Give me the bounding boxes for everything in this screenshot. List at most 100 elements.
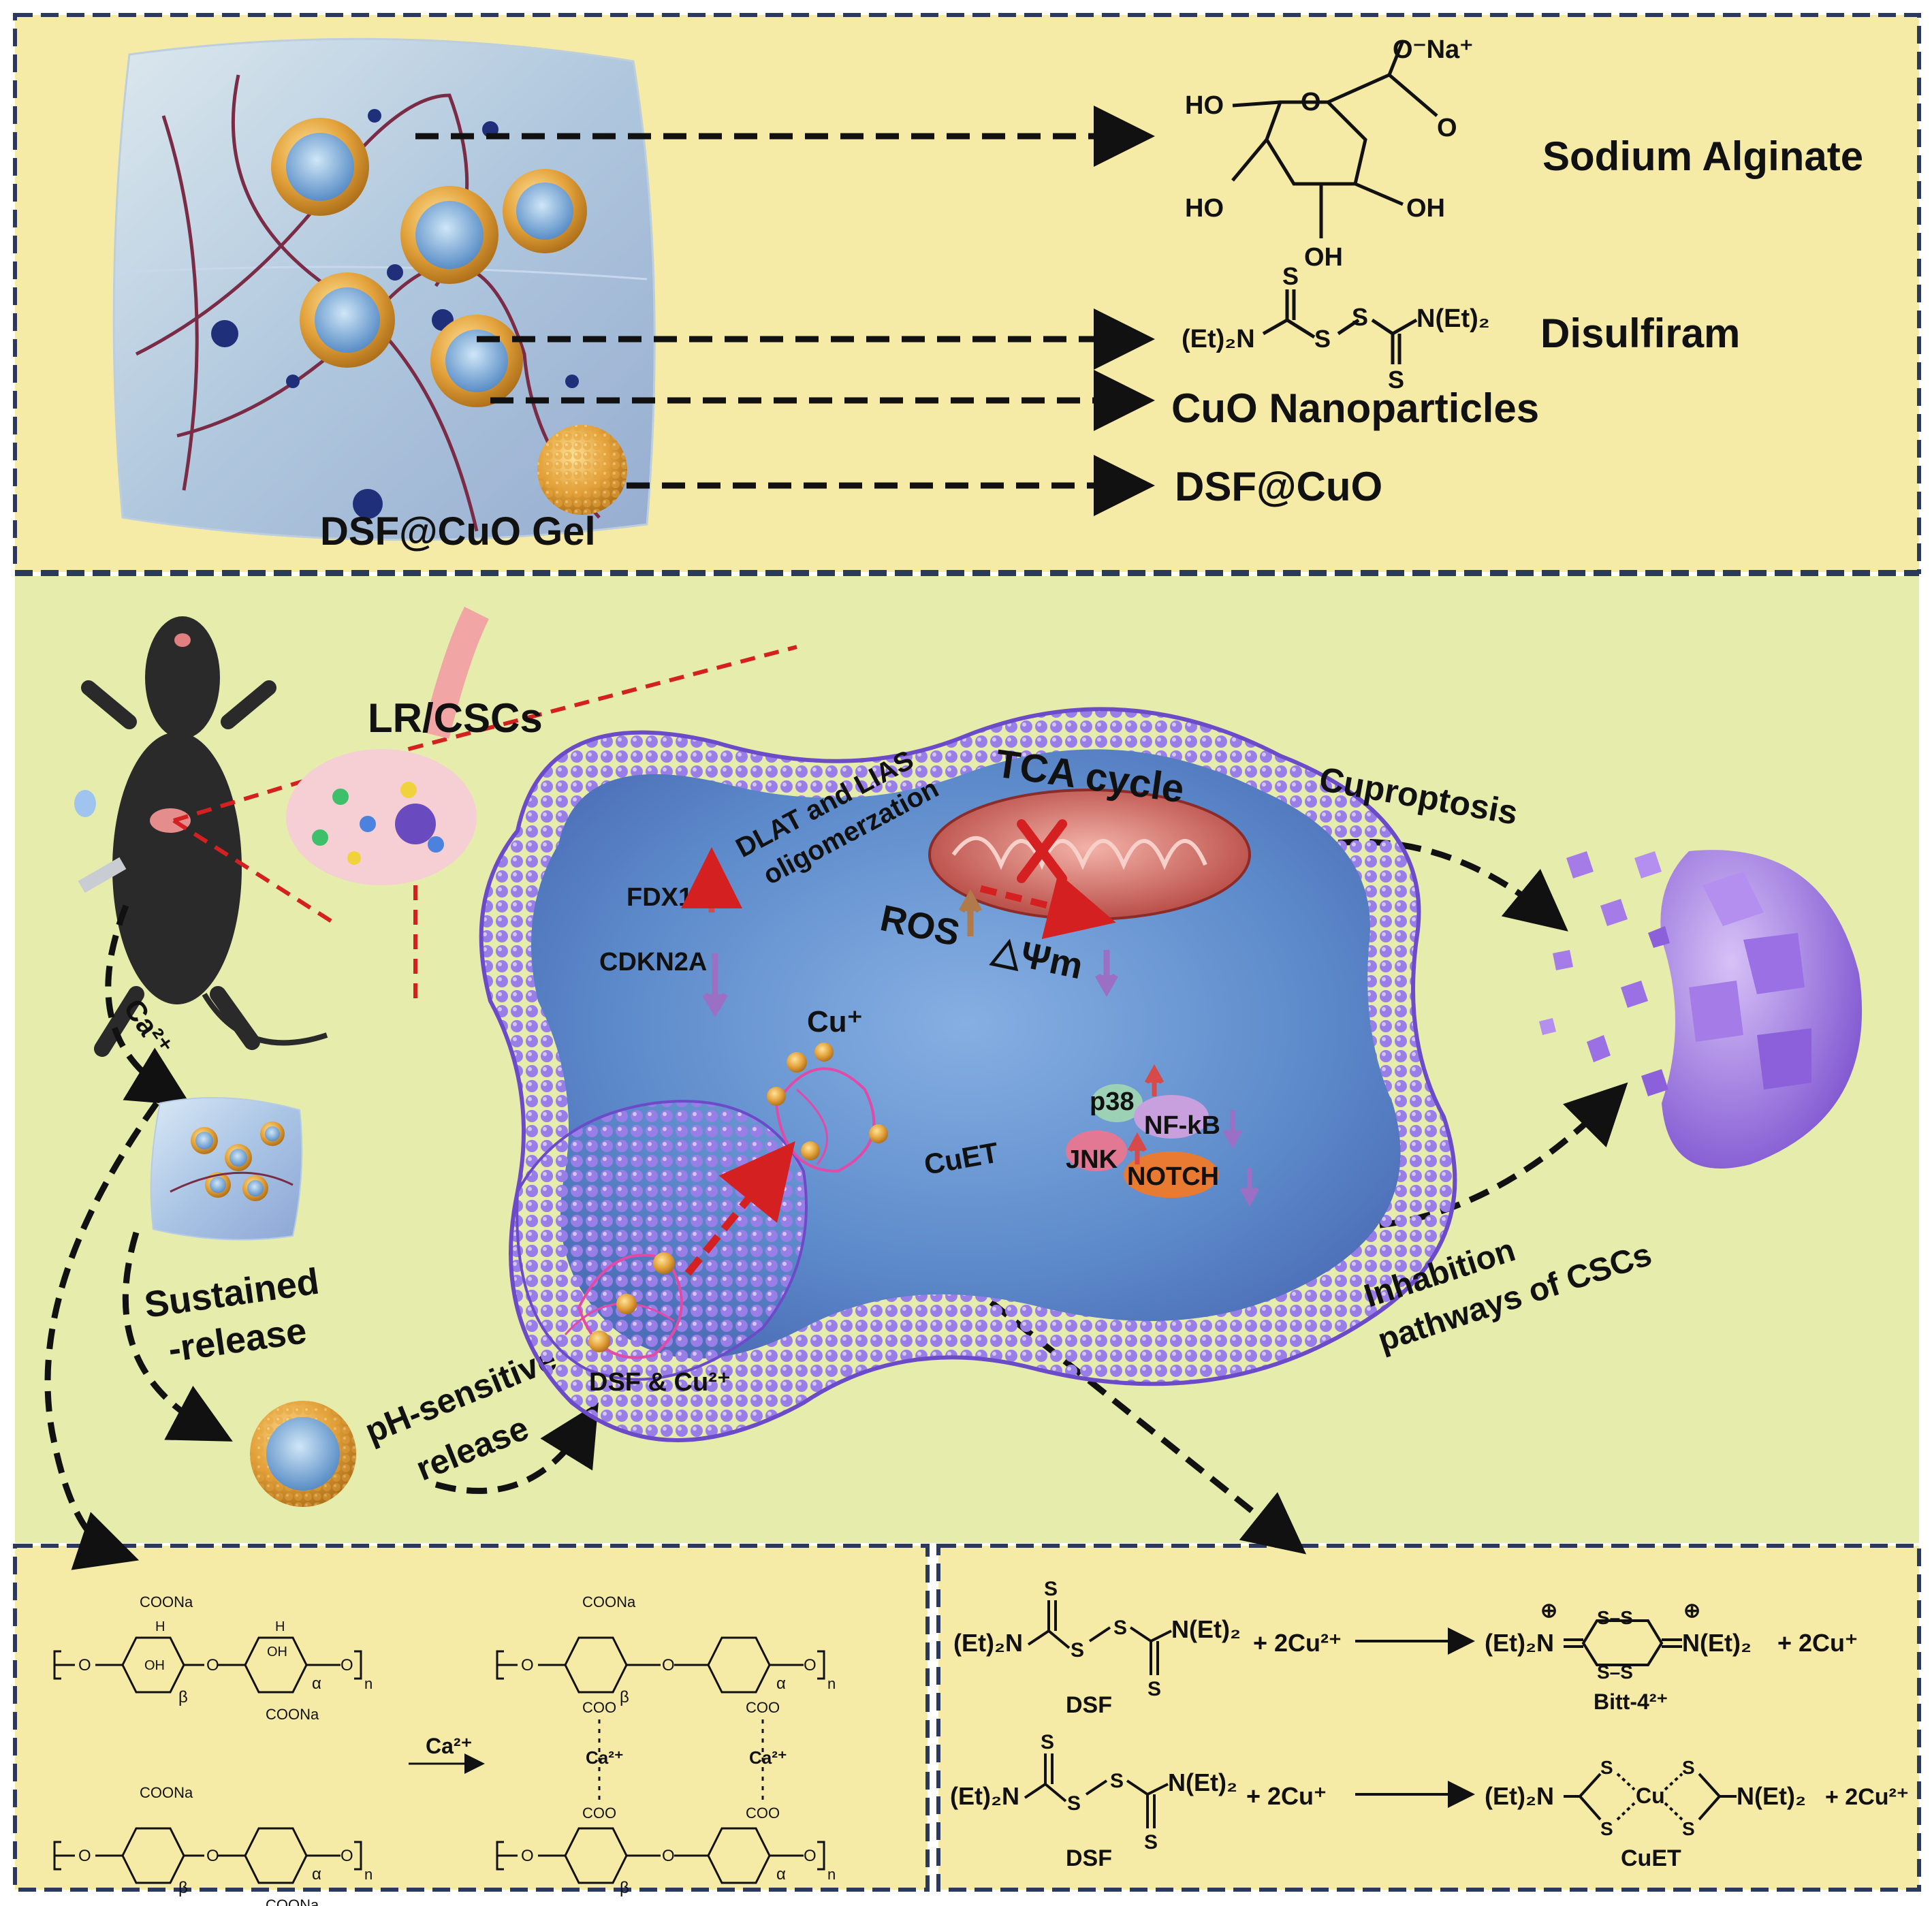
n-2: n [364, 1866, 373, 1883]
r2-s-mid2: S [1110, 1770, 1124, 1792]
liposome-release [250, 1401, 356, 1507]
r2-s-mid1: S [1067, 1792, 1081, 1815]
sodium-alginate-label: Sodium Alginate [1542, 133, 1863, 179]
r1-s-top: S [1044, 1578, 1058, 1600]
cu-plus-label: Cu⁺ [807, 1005, 863, 1038]
coona-4: COONa [266, 1896, 319, 1906]
dsf-left: (Et)₂N [1182, 325, 1255, 353]
alpha-2: α [312, 1865, 321, 1884]
h-2: H [275, 1619, 285, 1634]
cuo-nanoparticle [537, 425, 627, 515]
copper-complex [767, 1043, 888, 1173]
liposome [430, 315, 523, 407]
r2-s-top: S [1041, 1731, 1054, 1753]
cdkn2a-down-arrow [702, 953, 728, 1017]
nfkb-label: NF-kB [1144, 1111, 1220, 1140]
arrow-cuproptosis [1217, 838, 1568, 932]
dsf-entry-red-arrow [684, 1141, 795, 1276]
r2-right: N(Et)₂ [1168, 1768, 1237, 1796]
dsf-cu-label: DSF & Cu²⁺ [589, 1368, 731, 1397]
o-link-11: O [662, 1847, 675, 1865]
coona-2: COONa [266, 1706, 319, 1723]
beta-2: β [178, 1879, 188, 1897]
r1-charge-left: ⊕ [1540, 1600, 1557, 1622]
liposome [400, 186, 498, 284]
r1-product-right: N(Et)₂ [1682, 1629, 1752, 1657]
r2-byproduct: + 2Cu²⁺ [1825, 1784, 1909, 1810]
coo-3: COO [582, 1805, 616, 1822]
r2-product-right: N(Et)₂ [1737, 1782, 1806, 1810]
arrow-mouse-to-gel [105, 904, 191, 1106]
coona-3: COONa [140, 1784, 193, 1801]
o-link-4: O [78, 1847, 91, 1865]
reaction-1: (Et)₂N S S S S N(Et)₂ + 2Cu²⁺ DSF (Et)₂N… [953, 1578, 1858, 1718]
cross-mark-icon [1017, 819, 1067, 883]
o-link-10: O [521, 1847, 534, 1865]
o-link-9: O [804, 1656, 817, 1674]
r1-s-mid2: S [1113, 1617, 1127, 1639]
coo-2: COO [746, 1699, 780, 1716]
r2-s-3: S [1682, 1757, 1695, 1778]
dsf-s-mid2: S [1352, 303, 1368, 331]
alginate-ho1: HO [1185, 91, 1224, 120]
notch-down-arrow [1239, 1168, 1260, 1207]
bottom-right-panel-bg [936, 1544, 1921, 1892]
ca-bridge-1: Ca²⁺ [586, 1747, 624, 1768]
n-4: n [827, 1866, 836, 1883]
alginate-crosslink-diagram [53, 1636, 825, 1884]
beta-4: β [620, 1879, 629, 1897]
r2-reagent: + 2Cu⁺ [1246, 1782, 1327, 1810]
gel-label: DSF@CuO Gel [320, 509, 596, 554]
o-link-7: O [521, 1656, 534, 1674]
mitochondrion [928, 789, 1251, 921]
o-link-12: O [804, 1847, 817, 1865]
r1-charge-right: ⊕ [1683, 1600, 1700, 1622]
alpha-1: α [312, 1674, 321, 1693]
o-link-2: O [206, 1656, 219, 1674]
r1-product-name: Bitt-4²⁺ [1594, 1689, 1668, 1714]
liposome [271, 118, 369, 216]
coona-1: COONa [140, 1593, 193, 1610]
alginate-structure [1231, 40, 1438, 238]
ros-up-arrow [959, 889, 982, 936]
notch-label: NOTCH [1127, 1162, 1219, 1191]
alginate-oh2: OH [1304, 243, 1343, 272]
r2-cu: Cu [1636, 1783, 1665, 1808]
alginate-ho2: HO [1185, 194, 1224, 223]
fdx1-label: FDX1 [627, 883, 693, 912]
p38-label: p38 [1090, 1087, 1134, 1116]
dsf-s-mid1: S [1314, 325, 1331, 353]
oh-2: OH [267, 1645, 287, 1659]
r2-s-1: S [1600, 1757, 1613, 1778]
r1-s-bottom: S [1147, 1678, 1161, 1700]
cdkn2a-label: CDKN2A [599, 948, 707, 976]
o-link-1: O [78, 1656, 91, 1674]
signaling-cluster [1066, 1084, 1219, 1198]
ca-arrow-label: Ca²⁺ [426, 1734, 472, 1758]
mito-red-dash [979, 872, 1116, 939]
lr-cscs-label: LR/CSCs [368, 695, 543, 741]
tissue-cluster [286, 607, 489, 885]
r1-reagent: + 2Cu²⁺ [1253, 1629, 1342, 1657]
r1-right: N(Et)₂ [1171, 1615, 1241, 1643]
dsf-s-top: S [1282, 262, 1299, 290]
cuo-nanoparticles-label: CuO Nanoparticles [1171, 385, 1539, 431]
small-gel [150, 1097, 303, 1241]
n-3: n [827, 1675, 836, 1692]
liposome [503, 169, 587, 253]
nfkb-down-arrow [1222, 1110, 1243, 1149]
beta-3: β [620, 1688, 629, 1706]
top-arrows [415, 106, 1155, 516]
reaction-2: (Et)₂N S S S S N(Et)₂ + 2Cu⁺ DSF (Et)₂N [950, 1731, 1909, 1871]
r2-s-bottom: S [1144, 1831, 1158, 1854]
o-link-3: O [341, 1656, 353, 1674]
psi-down-arrow [1095, 950, 1118, 998]
beta-1: β [178, 1688, 188, 1706]
dsf-cu-complex [564, 1252, 683, 1359]
r2-s-4: S [1682, 1818, 1695, 1839]
h-1: H [155, 1619, 165, 1634]
coo-4: COO [746, 1805, 780, 1822]
liposome [300, 272, 395, 368]
o-link-5: O [206, 1847, 219, 1865]
liposome-group-gel [271, 118, 627, 515]
